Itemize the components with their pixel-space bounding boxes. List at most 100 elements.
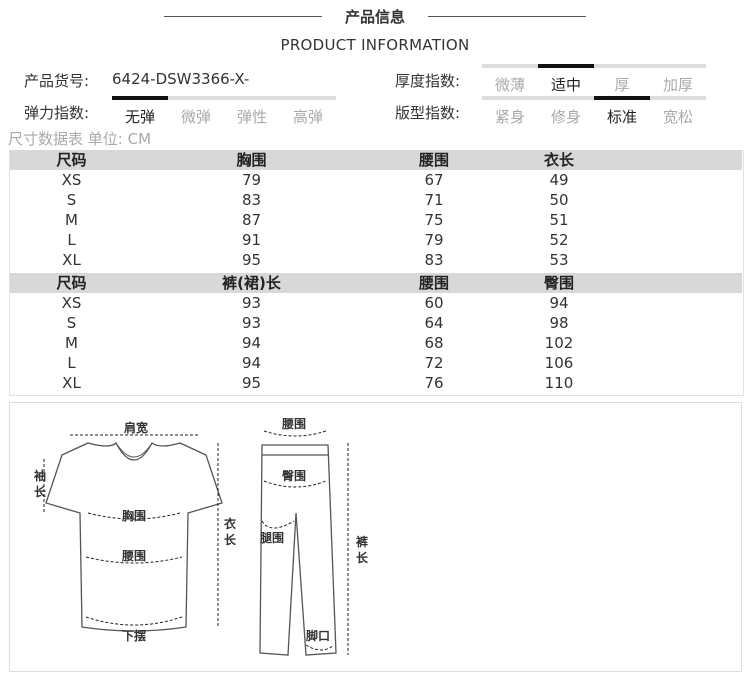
size-table-caption: 尺寸数据表 单位: CM [8,130,152,148]
top-waist-label: 腰围 [122,549,147,563]
table-cell: 67 [424,171,444,189]
table-cell: 79 [241,171,262,189]
table-cell: 49 [549,171,569,189]
table-row: XL 95 76 110 [9,373,742,393]
table-row: M 94 68 102 [9,333,742,353]
table-row: L 91 79 52 [9,230,742,250]
table-cell: 93 [241,294,262,312]
table-cell: M [65,334,78,352]
table-cell: 110 [544,374,574,392]
table-cell: 102 [544,334,574,352]
table-cell: 79 [424,231,444,249]
table-cell: 64 [424,314,444,332]
table-cell: 95 [241,251,262,269]
table-pad-cell [619,150,742,170]
table-cell: 83 [241,191,262,209]
table-cell: 52 [549,231,569,249]
table-row: XS 79 67 49 [9,170,742,190]
elasticity-option: 微弹 [168,96,224,127]
elasticity-label: 弹力指数: [24,104,90,122]
table-cell: 76 [424,374,444,392]
top-length-label-a: 衣 [224,517,237,531]
table-cell: 83 [424,251,444,269]
table-header-row: 尺码裤(裙)长腰围臀围 [9,273,742,293]
title-rule-left [164,16,322,17]
leg-opening-label: 脚口 [306,629,331,643]
table-cell: XS [61,171,82,189]
elasticity-option: 高弹 [280,96,336,127]
table-header-row: 尺码胸围腰围衣长 [9,150,742,170]
fit-label: 版型指数: [395,104,461,122]
fit-option: 修身 [538,96,594,127]
table-cell: 98 [549,314,569,332]
fit-option: 宽松 [650,96,706,127]
table-cell: 51 [549,211,569,229]
thickness-option: 适中 [538,64,594,95]
table-cell: 94 [549,294,569,312]
table-cell: 68 [424,334,444,352]
table-header-cell: 衣长 [499,150,619,170]
thigh-label: 腿围 [260,531,285,545]
elasticity-option: 弹性 [224,96,280,127]
table-cell: L [67,231,76,249]
table-cell: 72 [424,354,444,372]
table-cell: 94 [241,334,262,352]
size-table-frame [9,150,744,396]
title-rule-right [428,16,586,17]
table-row: S 93 64 98 [9,313,742,333]
table-row: XS 93 60 94 [9,293,742,313]
table-cell: 87 [241,211,262,229]
section-subtitle: PRODUCT INFORMATION [280,36,470,54]
table-cell: 106 [544,354,574,372]
elasticity-scale: 无弹微弹弹性高弹 [112,96,336,127]
table-cell: XL [62,251,81,269]
table-pad-cell [619,273,742,293]
thickness-option: 厚 [594,64,650,95]
table-cell: S [66,314,77,332]
pants-length-label-a: 裤 [356,535,369,549]
section-title: 产品信息 [0,6,750,26]
table-cell: 95 [241,374,262,392]
fit-scale: 紧身修身标准宽松 [482,96,706,127]
table-cell: 50 [549,191,569,209]
table-cell: 94 [241,354,262,372]
sku-value: 6424-DSW3366-X- [112,70,250,88]
thickness-label: 厚度指数: [395,72,461,90]
chest-label: 胸围 [122,509,147,523]
thickness-scale: 微薄适中厚加厚 [482,64,706,95]
elasticity-option: 无弹 [112,96,168,127]
table-cell: 71 [424,191,444,209]
shoulder-width-label: 肩宽 [124,421,149,435]
sleeve-length-label-b: 长 [34,485,47,499]
hip-label: 臀围 [282,469,307,483]
table-header-cell: 裤(裙)长 [134,273,369,293]
table-header-cell: 腰围 [369,150,499,170]
table-cell: 91 [241,231,262,249]
table-cell: 60 [424,294,444,312]
garment-illustration [43,430,349,656]
table-cell: L [67,354,76,372]
section-title-text: 产品信息 [344,8,405,26]
table-header-cell: 尺码 [9,150,134,170]
top-length-label-b: 长 [224,533,237,547]
table-cell: XS [61,294,82,312]
pants-length-label-b: 长 [356,551,369,565]
table-cell: 93 [241,314,262,332]
sleeve-length-label-a: 袖 [34,469,47,483]
table-header-cell: 臀围 [499,273,619,293]
hem-label: 下摆 [122,629,147,643]
table-cell: M [65,211,78,229]
pants-waist-label: 腰围 [282,417,307,431]
table-cell: 53 [549,251,569,269]
table-header-cell: 胸围 [134,150,369,170]
measurement-diagram: 肩宽 袖 长 胸围 腰围 下摆 衣 长 腰围 臀围 腿围 脚口 裤 长 [9,402,742,672]
table-cell: XL [62,374,81,392]
thickness-option: 微薄 [482,64,538,95]
thickness-option: 加厚 [650,64,706,95]
table-header-cell: 尺码 [9,273,134,293]
fit-option: 标准 [594,96,650,127]
